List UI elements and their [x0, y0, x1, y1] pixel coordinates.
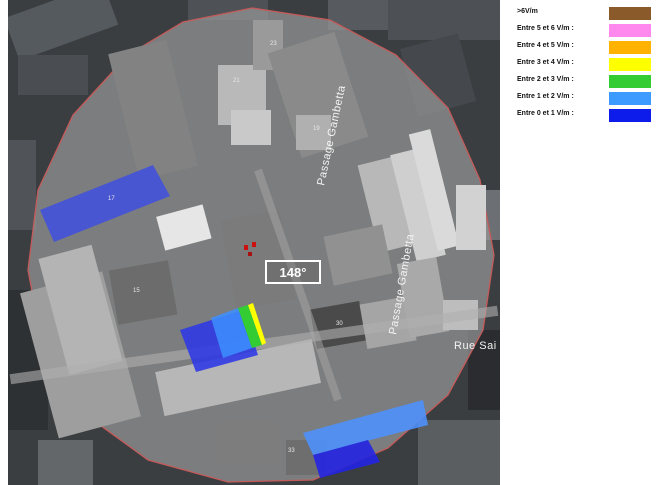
legend-item-label: Entre 2 et 3 V/m :: [517, 76, 574, 83]
legend-item-label: Entre 4 et 5 V/m :: [517, 42, 574, 49]
legend-color-swatch: [609, 7, 651, 20]
legend-item: Entre 5 et 6 V/m :: [517, 23, 656, 40]
zone-1-2-vm-center: [211, 308, 252, 358]
svg-text:21: 21: [233, 78, 240, 84]
street-label-rue-east: Rue Sai: [454, 340, 497, 352]
zone-0-1-vm-west: [40, 165, 170, 242]
field-zones: [40, 165, 428, 478]
antenna-markers: [244, 242, 256, 256]
antenna-icon: [248, 252, 252, 256]
zone-1-2-vm-south: [303, 400, 428, 455]
map-canvas: 23 21 19 17 15 30 33 Passage Gambetta Pa…: [8, 0, 500, 485]
legend-item: Entre 1 et 2 V/m :: [517, 91, 656, 108]
svg-text:15: 15: [133, 288, 140, 294]
legend-item-label: Entre 1 et 2 V/m :: [517, 93, 574, 100]
svg-text:19: 19: [313, 126, 320, 132]
legend-color-swatch: [609, 58, 651, 71]
legend-item: Entre 3 et 4 V/m :: [517, 57, 656, 74]
svg-text:30: 30: [336, 321, 343, 327]
svg-text:33: 33: [288, 448, 295, 454]
legend-item-label: Entre 3 et 4 V/m :: [517, 59, 574, 66]
antenna-icon: [252, 242, 256, 247]
legend-color-swatch: [609, 109, 651, 122]
zone-3-4-vm-center: [248, 303, 266, 345]
legend-color-swatch: [609, 92, 651, 105]
legend-item: Entre 4 et 5 V/m :: [517, 40, 656, 57]
legend-item-label: Entre 5 et 6 V/m :: [517, 25, 574, 32]
legend-item-label: Entre 0 et 1 V/m :: [517, 110, 574, 117]
legend-item: Entre 2 et 3 V/m :: [517, 74, 656, 91]
azimuth-label-box: 148°: [265, 260, 321, 284]
azimuth-label: 148°: [279, 264, 307, 280]
legend-color-swatch: [609, 41, 651, 54]
legend-color-swatch: [609, 75, 651, 88]
zone-2-3-vm-center: [238, 305, 262, 348]
svg-text:17: 17: [108, 196, 115, 202]
svg-text:23: 23: [270, 41, 277, 47]
antenna-icon: [244, 245, 248, 250]
legend-color-swatch: [609, 24, 651, 37]
building-numbers: 23 21 19 17 15 30 33: [108, 41, 343, 454]
legend-item-label: >6V/m: [517, 8, 538, 15]
zone-0-1-vm-south: [313, 440, 380, 478]
legend-item: Entre 0 et 1 V/m :: [517, 108, 656, 125]
legend-item: >6V/m: [517, 6, 656, 23]
aerial-map: 23 21 19 17 15 30 33 Passage Gambetta Pa…: [8, 0, 500, 485]
